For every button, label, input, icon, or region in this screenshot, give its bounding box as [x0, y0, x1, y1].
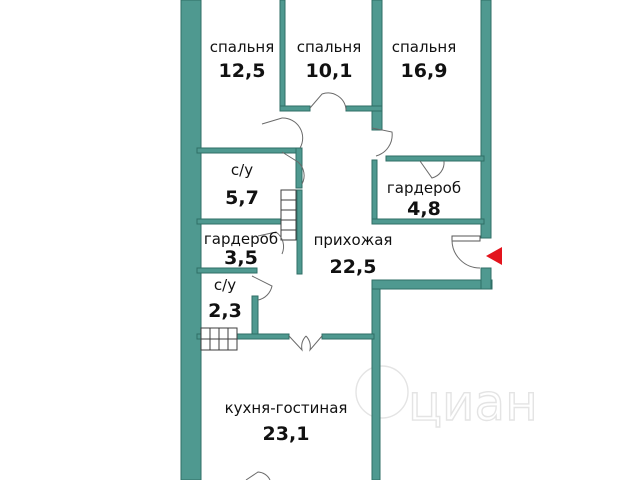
room-area: 22,5 — [330, 256, 377, 278]
room-name: прихожая — [314, 231, 393, 249]
room-bedroom-2: спальня 10,1 — [297, 38, 362, 82]
door-living-left — [288, 335, 307, 352]
room-bathroom-1: с/у 5,7 — [225, 161, 259, 209]
door-living-bottom — [245, 471, 271, 480]
partition-bedroom-2-3 — [371, 0, 383, 131]
wall-bedroom-1-bottom — [196, 147, 302, 154]
door-bedroom-3 — [371, 127, 393, 157]
outer-wall-right — [480, 0, 492, 239]
window-wardrobe — [280, 189, 297, 241]
wall-bedroom-2-bottom-r — [345, 105, 383, 112]
door-wardrobe-1 — [419, 160, 445, 179]
partition-bedroom-1-2 — [279, 0, 286, 111]
wall-living-top-right — [321, 333, 375, 340]
room-labels: спальня 12,5 спальня 10,1 спальня 16,9 с… — [204, 38, 461, 445]
door-bedroom-1 — [261, 117, 304, 149]
door-wardrobe-2 — [257, 231, 285, 255]
entrance-door-leaf — [451, 235, 481, 242]
room-area: 10,1 — [306, 60, 353, 82]
room-name: спальня — [297, 38, 362, 56]
room-wardrobe-2: гардероб 3,5 — [204, 230, 278, 269]
room-area: 4,8 — [407, 198, 441, 220]
wall-bedroom-2-bottom — [279, 105, 311, 112]
door-living-right — [305, 335, 323, 352]
room-hallway: прихожая 22,5 — [314, 231, 393, 278]
outer-wall-right-stub — [480, 267, 492, 290]
room-name: кухня-гостиная — [225, 399, 348, 417]
entrance-door — [451, 239, 481, 269]
doors — [245, 92, 481, 480]
triangle-left-icon — [486, 247, 502, 265]
wall-wardrobe-2-right — [296, 189, 303, 275]
windows — [200, 189, 297, 351]
walls — [180, 0, 493, 480]
room-name: с/у — [231, 161, 253, 179]
room-area: 12,5 — [219, 60, 266, 82]
room-area: 2,3 — [208, 300, 242, 322]
room-area: 3,5 — [224, 247, 258, 269]
room-name: спальня — [210, 38, 275, 56]
room-name: гардероб — [387, 179, 461, 197]
outer-wall-jog — [371, 279, 493, 290]
room-area: 5,7 — [225, 187, 259, 209]
room-kitchen-living: кухня-гостиная 23,1 — [225, 399, 348, 445]
wall-bedroom-3-bottom — [385, 155, 485, 162]
watermark: циан — [355, 365, 539, 433]
door-bedroom-2 — [309, 92, 347, 111]
wall-bathroom-1-bottom — [196, 218, 283, 225]
door-bathroom-1 — [281, 151, 305, 185]
room-name: гардероб — [204, 230, 278, 248]
room-area: 16,9 — [401, 60, 448, 82]
room-bathroom-2: с/у 2,3 — [208, 276, 242, 322]
room-name: с/у — [214, 276, 236, 294]
watermark-logo-icon — [355, 365, 409, 419]
room-wardrobe-1: гардероб 4,8 — [387, 179, 461, 220]
wall-bathroom-1-right — [295, 147, 303, 189]
door-bathroom-2 — [251, 275, 273, 301]
wall-wardrobe-1-bottom — [371, 218, 485, 225]
watermark-text: циан — [408, 374, 538, 432]
outer-wall-left — [180, 0, 202, 480]
room-name: спальня — [392, 38, 457, 56]
room-bedroom-1: спальня 12,5 — [210, 38, 275, 82]
wall-wardrobe-2-bottom — [196, 267, 258, 274]
room-area: 23,1 — [263, 423, 310, 445]
wall-bathroom-2-right — [251, 295, 259, 335]
wall-wardrobe-1-left — [371, 159, 378, 225]
room-bedroom-3: спальня 16,9 — [392, 38, 457, 82]
outer-wall-right-lower — [371, 279, 381, 480]
